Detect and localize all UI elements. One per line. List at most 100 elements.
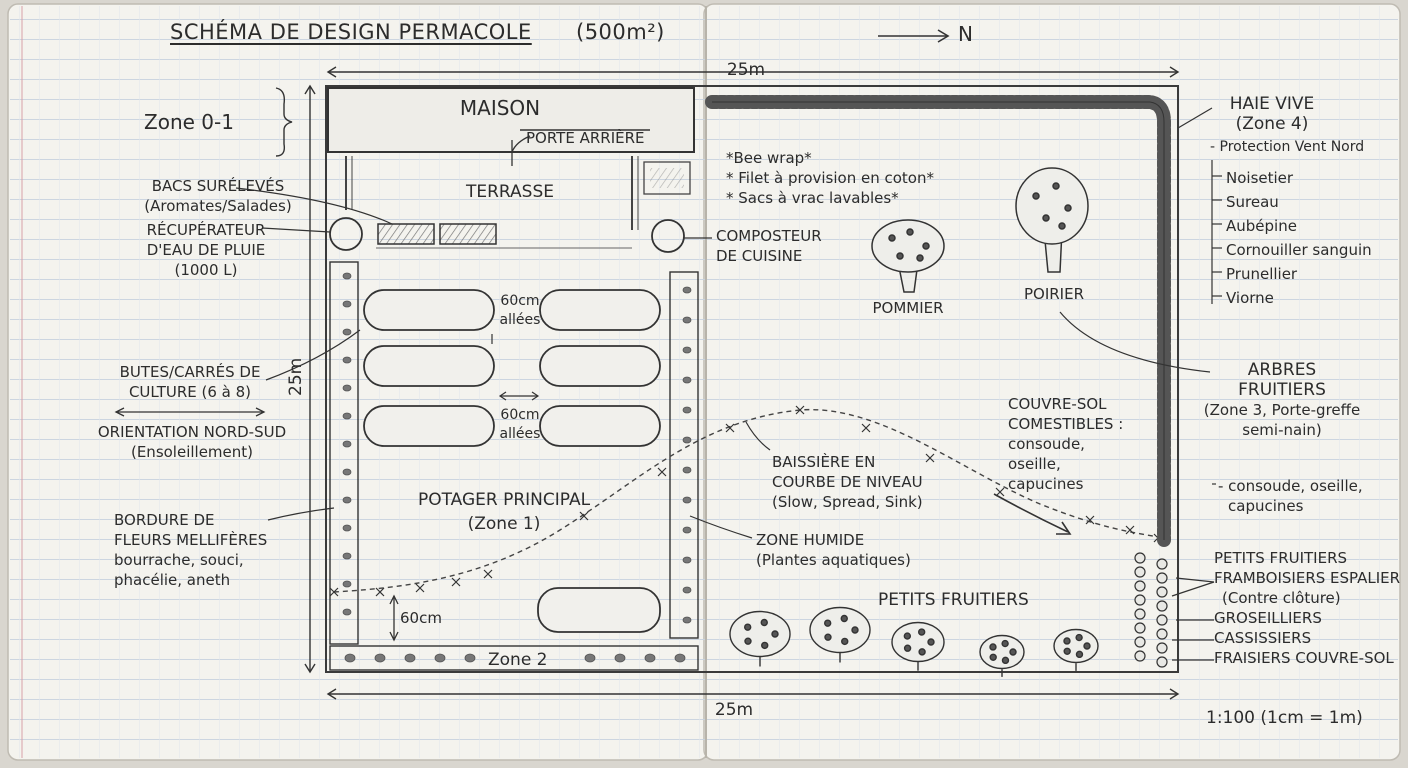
espalier-fruit (1134, 636, 1146, 648)
flower-mark (342, 356, 352, 364)
flower-mark (342, 468, 352, 476)
raspberry-label: FRAMBOISIERS ESPALIER (1214, 569, 1401, 587)
hedge-label: HAIE VIVE(Zone 4) (1229, 94, 1315, 134)
wet-zone-label: ZONE HUMIDE(Plantes aquatiques) (756, 531, 911, 569)
espalier-fruit (1134, 608, 1146, 620)
width-bottom-label: 25m (714, 700, 754, 720)
small-fruits-title: PETITS FRUITIERS (1214, 549, 1348, 567)
note-filet: * Filet à provision en coton* (726, 169, 934, 187)
raised-beds-label: BACS SURÉLEVÉS(Aromates/Salades) (144, 177, 292, 215)
diagram-title: SCHÉMA DE DESIGN PERMACOLE (170, 20, 532, 44)
flower-mark (342, 552, 352, 560)
note-bee-wrap: *Bee wrap* (726, 149, 812, 167)
leader-lines (235, 107, 1216, 661)
swale-cross (795, 405, 805, 415)
zone-01-label: Zone 0-1 (144, 110, 234, 134)
swale-cross (579, 511, 589, 521)
espalier-fruit (1134, 594, 1146, 606)
flower-mark (682, 526, 692, 534)
flower-mark (342, 524, 352, 532)
dimension-top (326, 66, 1180, 78)
flower-mark (682, 376, 692, 384)
north-label: N (958, 22, 973, 46)
dimension-left (304, 84, 316, 674)
house-label: MAISON (459, 96, 541, 120)
hedge-plant: Aubépine (1226, 217, 1297, 235)
flower-mark (682, 616, 692, 624)
flower-mark (342, 328, 352, 336)
dimension-bottom (326, 688, 1180, 700)
flower-mark (682, 406, 692, 414)
flower-mark (404, 653, 416, 663)
espalier-fruit (1156, 558, 1168, 570)
zone-2-label: Zone 2 (488, 650, 548, 670)
berry-bush (1053, 628, 1099, 671)
flower-mark (342, 496, 352, 504)
height-left-label: 25m (286, 357, 306, 396)
flower-mark (344, 653, 356, 663)
flower-mark (342, 412, 352, 420)
kitchen-composter (651, 219, 685, 253)
flower-mark (434, 653, 446, 663)
espalier-fruit (1156, 600, 1168, 612)
swale-cross (725, 423, 735, 433)
flower-mark (584, 653, 596, 663)
flower-mark (682, 346, 692, 354)
area-label: (500m²) (576, 20, 665, 44)
north-arrow (878, 29, 950, 43)
property-boundary (325, 85, 1179, 673)
flower-mark (682, 556, 692, 564)
fence-label: (Contre clôture) (1222, 589, 1341, 607)
flower-mark (342, 608, 352, 616)
swale-cross (375, 587, 385, 597)
hedge-plant: Noisetier (1226, 169, 1294, 187)
flower-mark (342, 272, 352, 280)
hedge-plant-list: Noisetier Sureau Aubépine Cornouiller sa… (1226, 166, 1372, 310)
sixty-cm-label: 60cm (400, 609, 442, 627)
berry-bush (809, 606, 871, 663)
currants-label: GROSEILLIERS (1214, 609, 1322, 627)
hedge-plant: Viorne (1226, 289, 1274, 307)
zero-waste-notes: *Bee wrap* * Filet à provision en coton*… (726, 148, 934, 208)
note-sacs: * Sacs à vrac lavables* (726, 189, 899, 207)
flower-mark (342, 440, 352, 448)
espalier-fruit (1134, 622, 1146, 634)
culture-beds (363, 289, 661, 633)
bee-wrap-box (643, 161, 691, 195)
apple-tree (871, 219, 945, 293)
swale-cross (995, 487, 1005, 497)
flower-mark (682, 586, 692, 594)
espalier-fruit (1134, 552, 1146, 564)
espalier-fruit (1156, 572, 1168, 584)
flower-border-bottom (329, 645, 699, 671)
rain-water-tank (329, 217, 363, 251)
wind-protection-label: - Protection Vent Nord (1210, 139, 1365, 155)
swale-cross (451, 577, 461, 587)
espalier-fruit (1156, 656, 1168, 668)
espalier-fruit (1156, 628, 1168, 640)
espalier-fruit (1156, 586, 1168, 598)
espalier-fruit (1134, 566, 1146, 578)
flower-border-left (329, 261, 359, 645)
swale-cross (925, 453, 935, 463)
flower-mark (614, 653, 626, 663)
espalier-fruit (1156, 614, 1168, 626)
main-garden-label: POTAGER PRINCIPAL(Zone 1) (417, 490, 591, 534)
flower-mark (674, 653, 686, 663)
back-door-label: PORTE ARRIÈRE (526, 129, 645, 147)
espalier-fruit (1134, 580, 1146, 592)
hedge-plant: Sureau (1226, 193, 1279, 211)
width-top-label: 25m (726, 60, 766, 80)
house (327, 87, 695, 153)
small-fruits-center-label: PETITS FRUITIERS (878, 590, 1029, 610)
raised-bed-1 (377, 223, 435, 245)
swale-cross (657, 467, 667, 477)
berry-bush (891, 621, 945, 671)
